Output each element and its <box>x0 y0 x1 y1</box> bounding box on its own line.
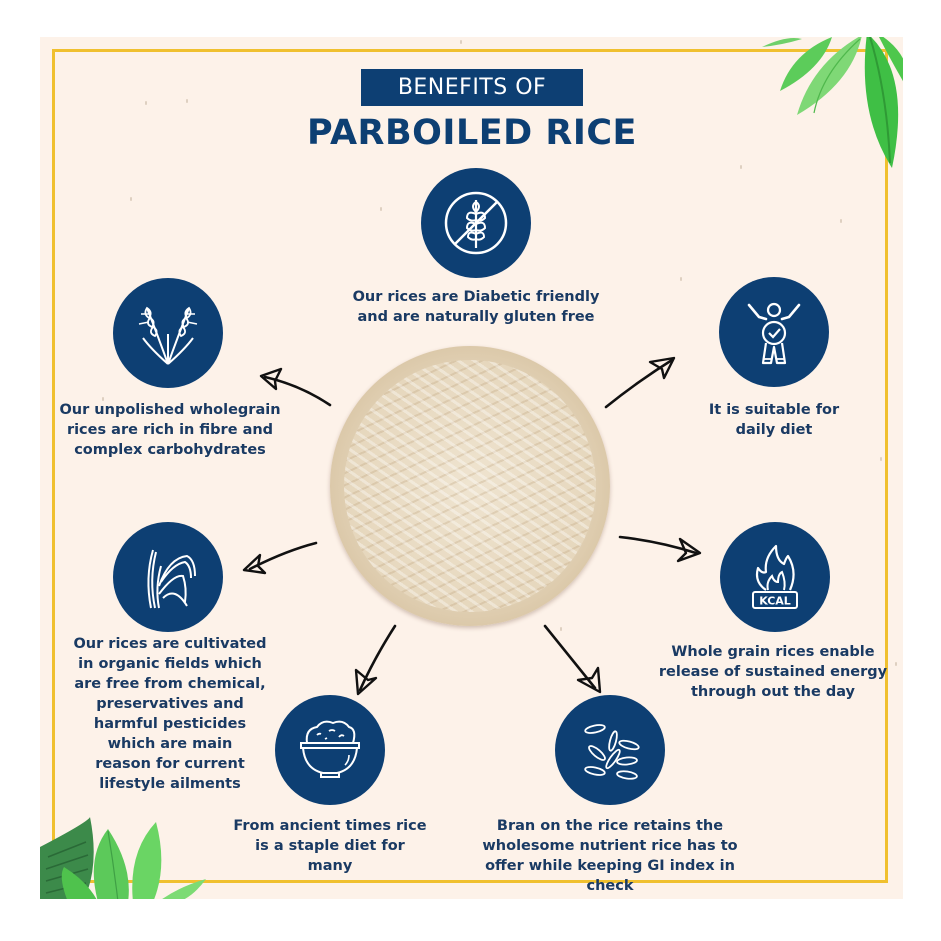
paper-speck <box>840 219 842 223</box>
leaf-decoration-top-right <box>762 37 903 168</box>
benefit-text-line: complex carbohydrates <box>74 442 266 458</box>
benefit-text-line: preservatives and <box>96 696 244 712</box>
benefit-text-line: and are naturally gluten free <box>357 309 595 325</box>
paper-speck <box>186 99 188 103</box>
benefit-text-line: Whole grain rices enable <box>671 644 875 660</box>
benefit-text-line: It is suitable for <box>708 402 840 418</box>
benefit-text-bran: Bran on the rice retains the wholesome n… <box>475 816 745 896</box>
benefit-icon-circle-wholegrain <box>113 278 223 388</box>
benefit-text-line: are free from chemical, <box>74 676 266 692</box>
paper-speck <box>130 197 132 201</box>
benefit-text-gluten-free: Our rices are Diabetic friendly and are … <box>340 287 612 327</box>
wheat-stalks-icon <box>138 306 198 365</box>
benefit-text-line: From ancient times rice <box>233 818 427 834</box>
benefit-text-line: offer while keeping GI index in check <box>485 858 735 894</box>
benefit-text-line: wholesome nutrient rice has to <box>482 838 738 854</box>
benefit-text-organic: Our rices are cultivated in organic fiel… <box>60 634 280 794</box>
rice-grains-icon <box>584 724 640 780</box>
arrow-to-daily-diet <box>604 356 676 409</box>
benefit-text-line: rices are rich in fibre and <box>66 422 274 438</box>
svg-text:KCAL: KCAL <box>759 595 791 608</box>
kcal-flame-icon: KCAL <box>752 544 798 609</box>
benefit-text-line: is a staple diet for <box>255 838 405 854</box>
benefit-icon-circle-daily-diet <box>719 277 829 387</box>
benefit-text-line: Our rices are Diabetic friendly <box>352 289 600 305</box>
page-title: PARBOILED RICE <box>307 113 637 153</box>
benefit-icon-circle-organic <box>113 522 223 632</box>
healthy-person-icon <box>747 302 801 365</box>
benefit-text-daily-diet: It is suitable for daily diet <box>674 400 874 440</box>
paper-speck <box>895 662 897 666</box>
benefit-text-energy: Whole grain rices enable release of sust… <box>648 642 898 702</box>
no-wheat-icon <box>444 191 508 255</box>
gold-border-frame <box>52 49 888 883</box>
infographic-card: BENEFITS OF PARBOILED RICE <box>40 37 903 899</box>
benefit-text-line: which are main <box>107 736 233 752</box>
arrow-to-staple <box>354 624 397 696</box>
subtitle-banner: BENEFITS OF <box>361 69 583 106</box>
benefit-icon-circle-gluten-free <box>421 168 531 278</box>
arrow-to-energy <box>618 535 702 563</box>
rice-plant-icon <box>147 549 196 609</box>
arrow-to-bran <box>543 624 602 694</box>
paper-speck <box>680 277 682 281</box>
arrow-to-wholegrain <box>259 367 332 407</box>
paper-speck <box>460 40 462 44</box>
benefit-text-line: daily diet <box>735 422 813 438</box>
benefit-text-line: lifestyle ailments <box>99 776 241 792</box>
benefit-icon-circle-staple <box>275 695 385 805</box>
paper-speck <box>145 101 147 105</box>
leaf-decoration-bottom-left <box>40 817 206 899</box>
benefit-text-line: reason for current <box>95 756 245 772</box>
rice-bowl-icon <box>300 720 360 778</box>
benefit-icon-circle-bran <box>555 695 665 805</box>
arrow-to-organic <box>242 541 318 575</box>
benefit-text-line: Our unpolished wholegrain <box>59 402 281 418</box>
paper-speck <box>380 207 382 211</box>
benefit-icon-circle-energy: KCAL <box>720 522 830 632</box>
rice-bowl-image <box>330 346 610 626</box>
benefit-text-staple: From ancient times rice is a staple diet… <box>220 816 440 876</box>
benefit-text-wholegrain: Our unpolished wholegrain rices are rich… <box>50 400 290 460</box>
benefit-text-line: Our rices are cultivated <box>73 636 267 652</box>
rice-grains-fill <box>344 360 596 612</box>
benefit-text-line: through out the day <box>690 684 855 700</box>
paper-speck <box>102 397 104 401</box>
paper-speck <box>880 457 882 461</box>
benefit-text-line: in organic fields which <box>78 656 262 672</box>
benefit-text-line: harmful pesticides <box>93 716 247 732</box>
paper-speck <box>560 627 562 631</box>
benefit-text-line: Bran on the rice retains the <box>496 818 724 834</box>
paper-speck <box>740 165 742 169</box>
benefit-text-line: many <box>307 858 353 874</box>
benefit-text-line: release of sustained energy <box>658 664 888 680</box>
